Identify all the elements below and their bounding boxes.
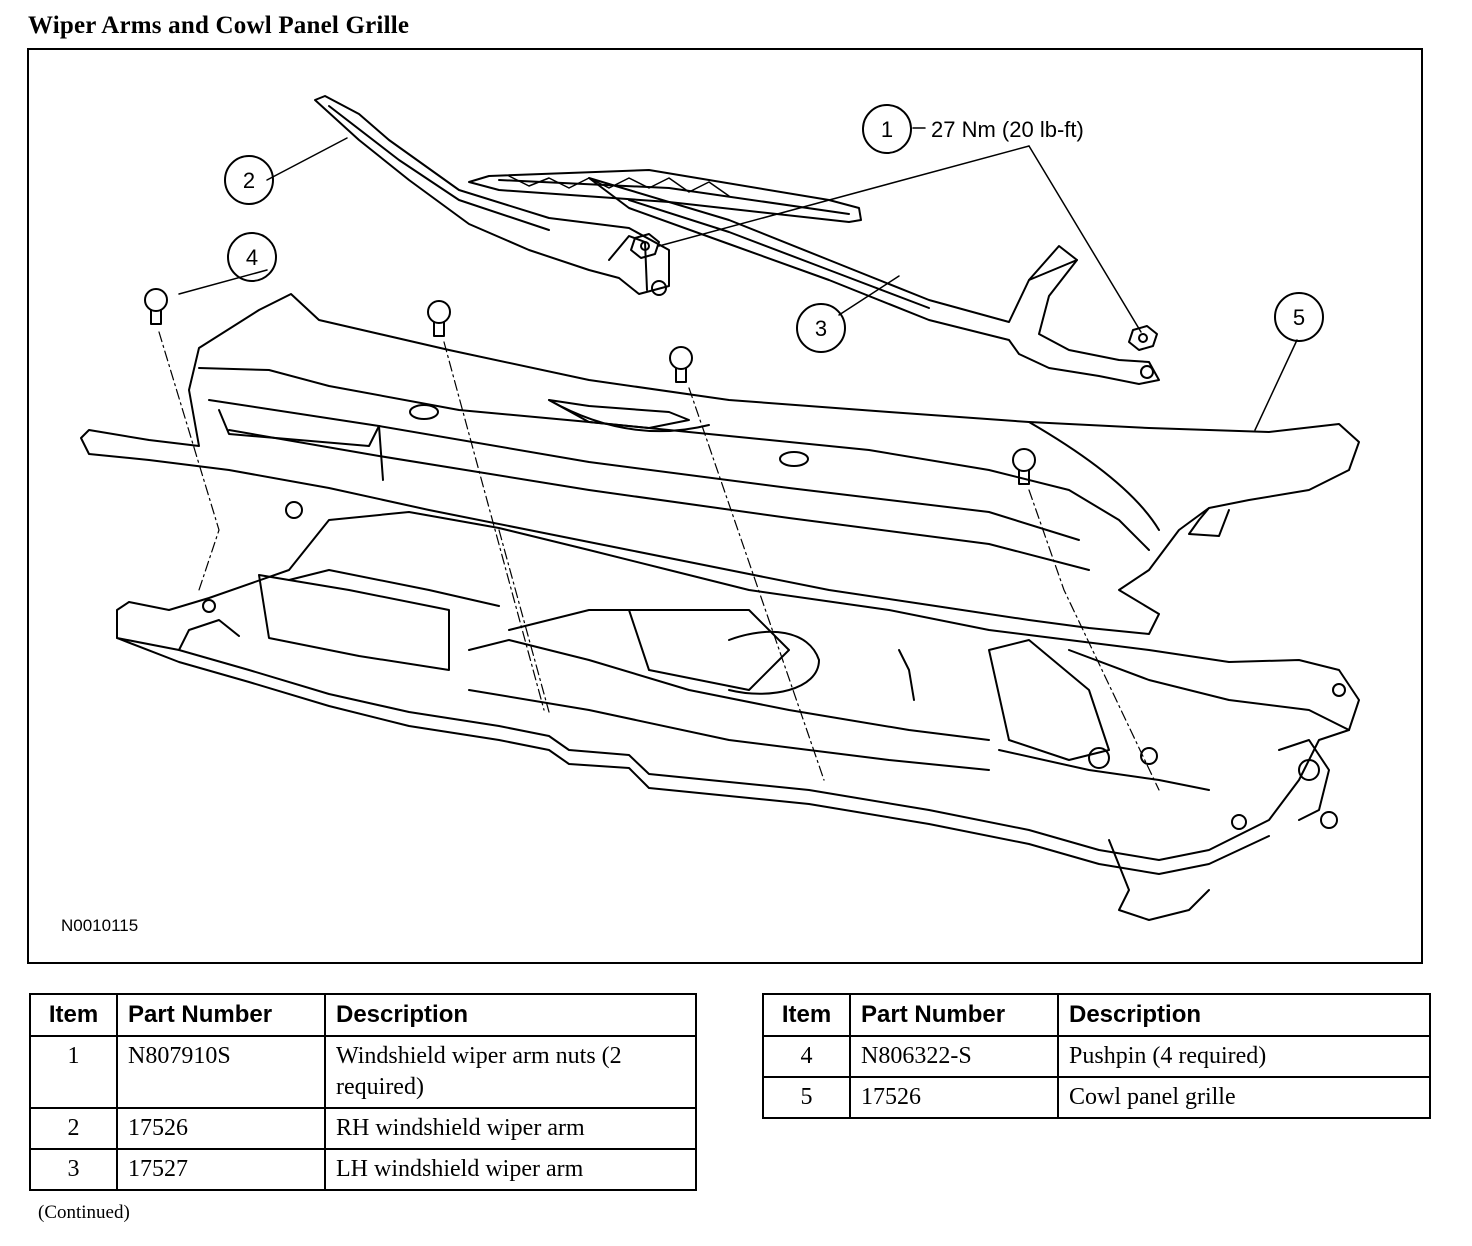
callout-2 [224, 155, 274, 205]
cell-item: 1 [29, 1035, 118, 1109]
exploded-diagram: 1 27 Nm (20 lb-ft) 2 3 4 5 N0010115 [27, 48, 1423, 964]
cell-description: Cowl panel grille [1057, 1076, 1431, 1119]
cell-item: 3 [29, 1148, 118, 1191]
cell-item: 2 [29, 1107, 118, 1150]
table-row: 2 17526 RH windshield wiper arm [29, 1107, 697, 1150]
wiper-arm-nut-2 [1128, 325, 1158, 351]
pushpin-3 [669, 346, 693, 383]
cowl-frame [116, 501, 1360, 921]
install-guide-lines [158, 331, 1160, 791]
cell-description: LH windshield wiper arm [324, 1148, 697, 1191]
cell-part-number: 17527 [116, 1148, 326, 1191]
pushpin-1 [144, 288, 168, 325]
callout-leaders [178, 127, 1298, 431]
column-header-part-number: Part Number [116, 993, 326, 1037]
table-row: 1 N807910S Windshield wiper arm nuts (2 … [29, 1035, 697, 1109]
callout-3-number: 3 [815, 316, 827, 341]
page-title: Wiper Arms and Cowl Panel Grille [28, 12, 410, 39]
column-header-item: Item [762, 993, 851, 1037]
torque-spec-label: 27 Nm (20 lb-ft) [931, 117, 1084, 142]
lh-wiper-arm [588, 177, 1160, 385]
cell-item: 5 [762, 1076, 851, 1119]
callout-4 [227, 232, 277, 282]
callout-2-number: 2 [243, 168, 255, 193]
cell-item: 4 [762, 1035, 851, 1078]
callout-1-number: 1 [881, 117, 893, 142]
rh-wiper-arm [314, 95, 862, 296]
cell-description: Pushpin (4 required) [1057, 1035, 1431, 1078]
table-row: 5 17526 Cowl panel grille [762, 1076, 1431, 1119]
column-header-description: Description [1057, 993, 1431, 1037]
callout-5 [1274, 292, 1324, 342]
column-header-part-number: Part Number [849, 993, 1059, 1037]
continued-note: (Continued) [38, 1202, 130, 1223]
table-row: 4 N806322-S Pushpin (4 required) [762, 1035, 1431, 1078]
column-header-item: Item [29, 993, 118, 1037]
figure-id: N0010115 [61, 916, 139, 935]
cell-part-number: N807910S [116, 1035, 326, 1109]
wiper-arm-nut-1 [630, 233, 660, 259]
cell-part-number: N806322-S [849, 1035, 1059, 1078]
parts-table-right: Item Part Number Description 4 N806322-S… [762, 993, 1431, 1119]
pushpin-4 [1012, 448, 1036, 485]
cell-description: Windshield wiper arm nuts (2 required) [324, 1035, 697, 1109]
cell-description: RH windshield wiper arm [324, 1107, 697, 1150]
pushpin-2 [427, 300, 451, 337]
column-header-description: Description [324, 993, 697, 1037]
callout-3 [796, 303, 846, 353]
callout-4-number: 4 [246, 245, 258, 270]
table-row: 3 17527 LH windshield wiper arm [29, 1148, 697, 1191]
cowl-panel-grille [80, 293, 1360, 635]
diagram-svg: 1 27 Nm (20 lb-ft) 2 3 4 5 [80, 95, 1360, 921]
callout-5-number: 5 [1293, 305, 1305, 330]
table-header-row: Item Part Number Description [762, 993, 1431, 1037]
cell-part-number: 17526 [116, 1107, 326, 1150]
parts-table-left: Item Part Number Description 1 N807910S … [29, 993, 697, 1191]
cell-part-number: 17526 [849, 1076, 1059, 1119]
table-header-row: Item Part Number Description [29, 993, 697, 1037]
callout-1 [862, 104, 912, 154]
